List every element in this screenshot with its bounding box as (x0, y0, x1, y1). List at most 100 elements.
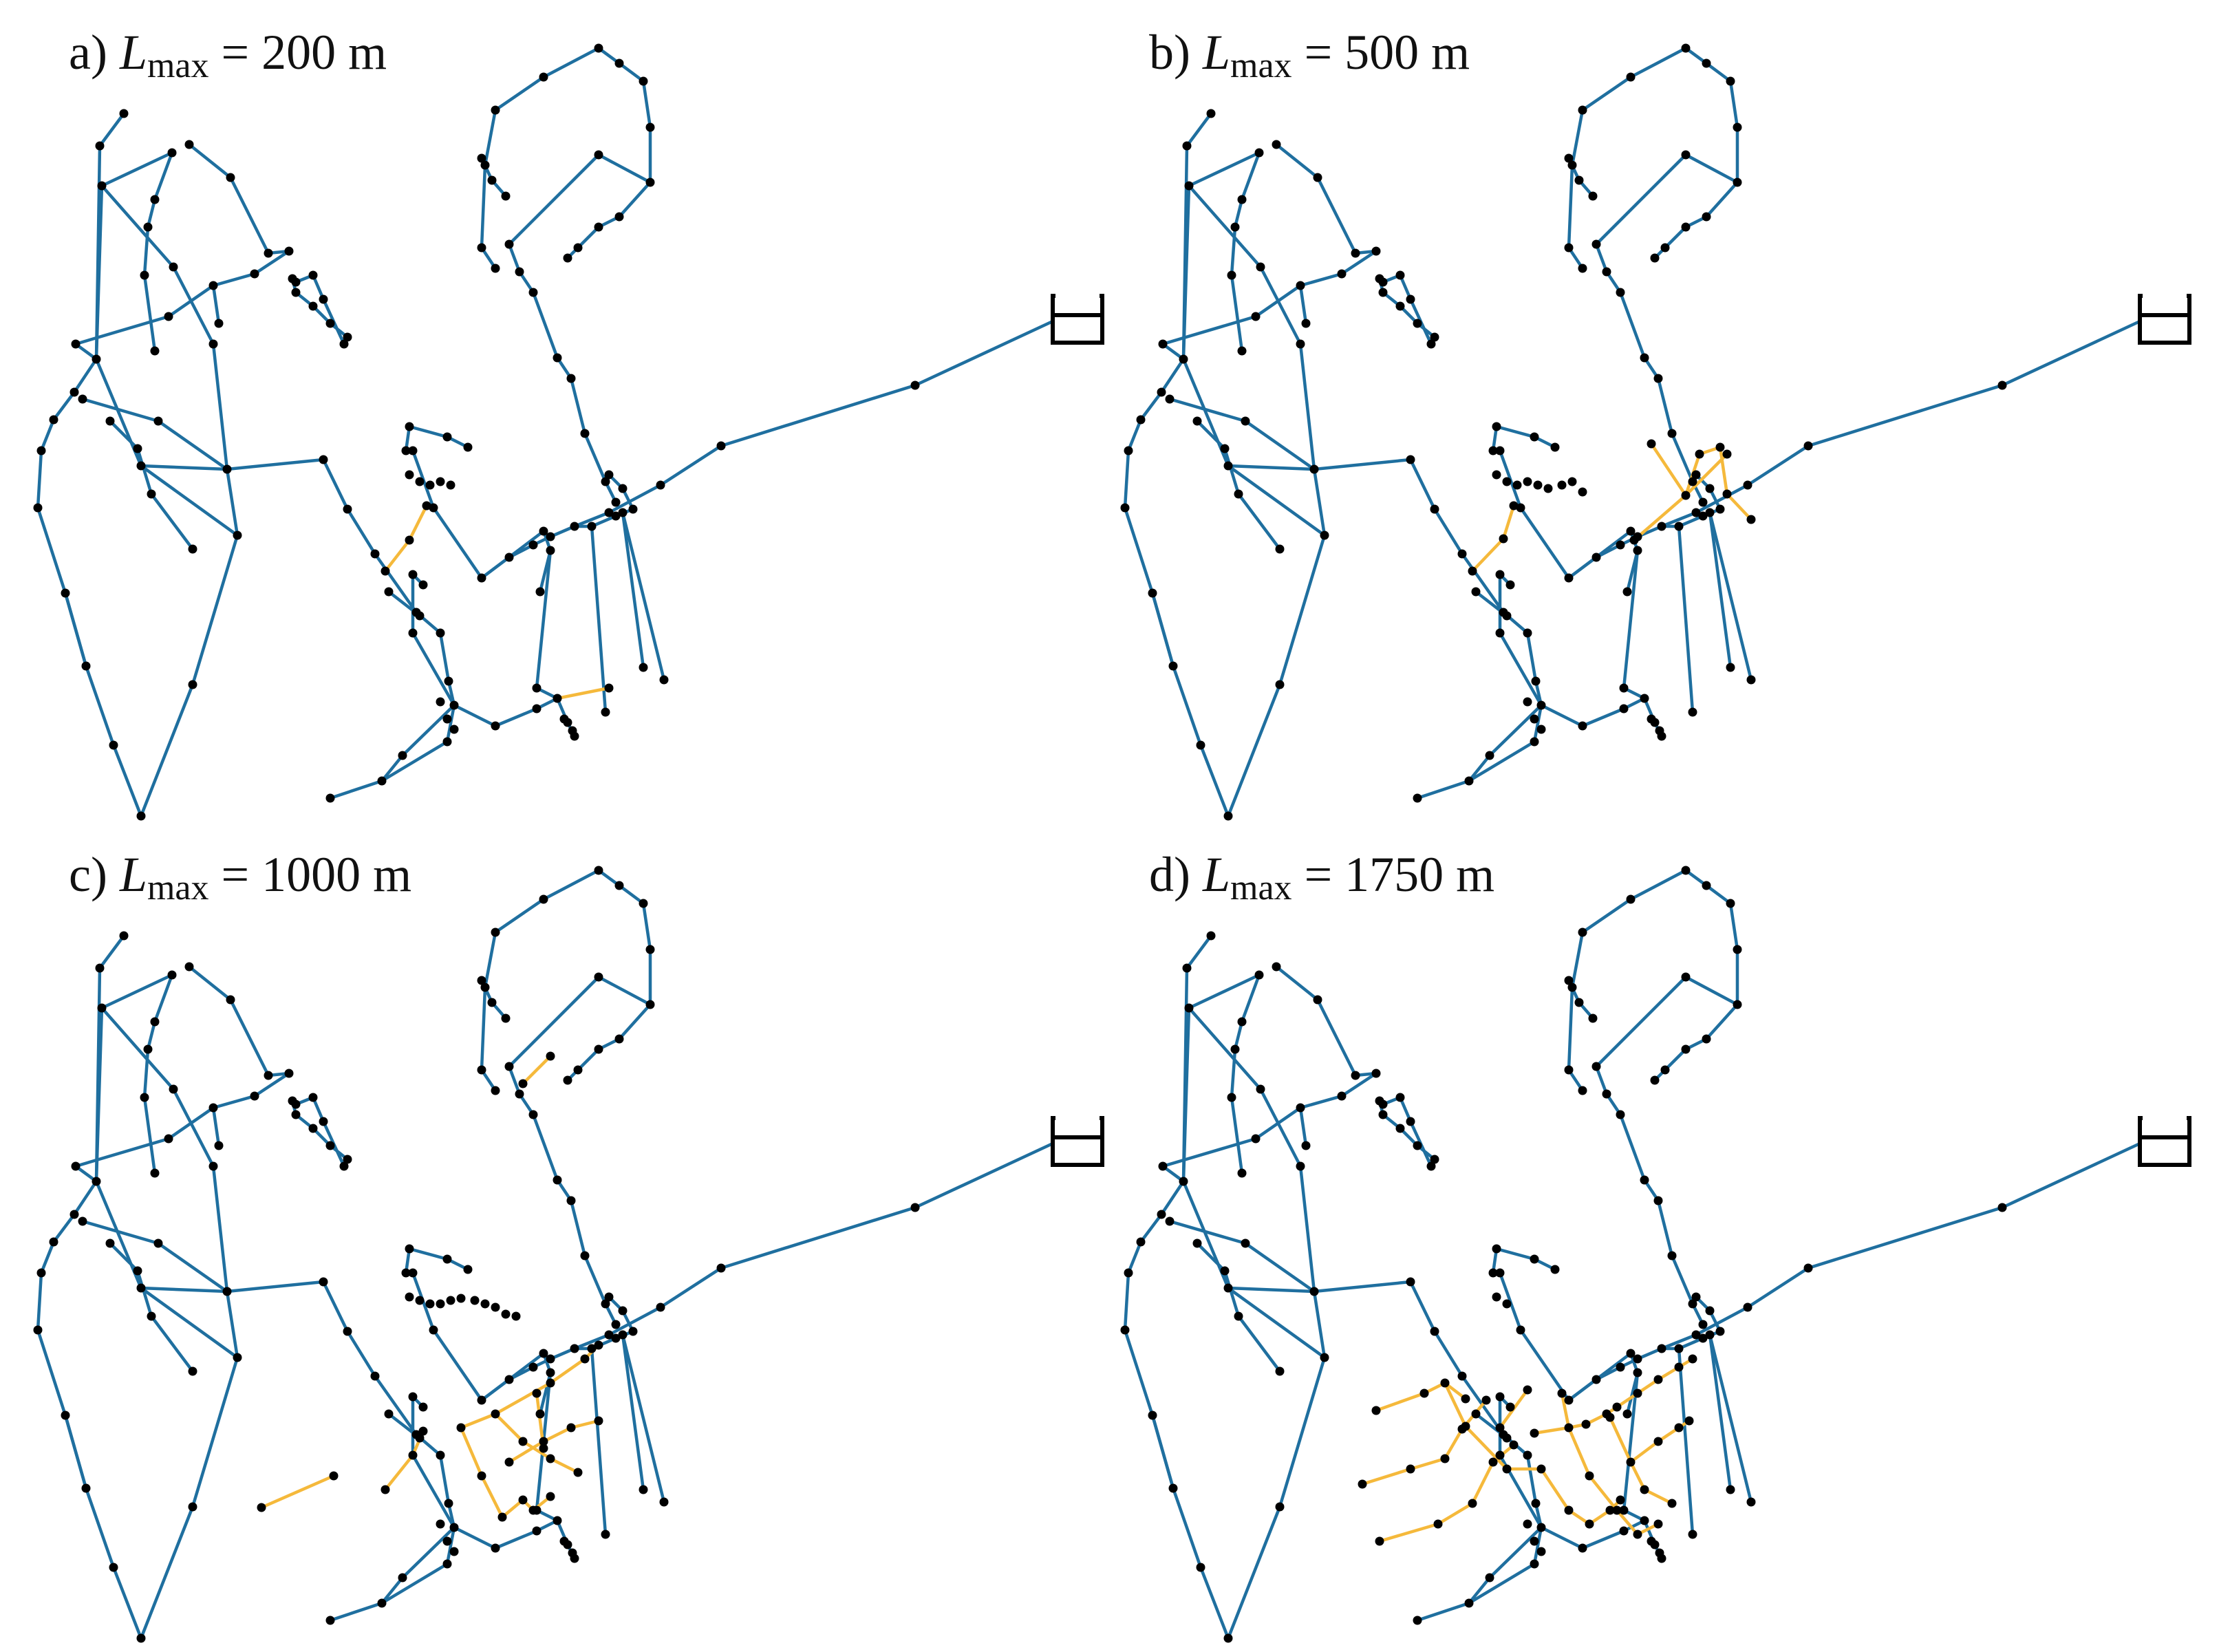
existing-pipe (507, 242, 618, 504)
network-node (1192, 416, 1202, 426)
network-node (398, 751, 407, 760)
network-node (604, 470, 614, 480)
network-node (92, 1177, 101, 1186)
network-node (1655, 1548, 1664, 1558)
network-node (1378, 1110, 1388, 1119)
network-node (1564, 1505, 1574, 1515)
existing-pipe (493, 868, 652, 1007)
network-node (308, 270, 318, 280)
network-node (1667, 429, 1677, 438)
network-node (1616, 288, 1625, 297)
existing-pipe (1298, 1106, 1308, 1148)
network-node (449, 725, 459, 734)
network-node (1616, 1495, 1625, 1505)
network-node (477, 1395, 486, 1405)
network-node (95, 963, 105, 973)
network-node (645, 122, 655, 132)
network-node (1657, 522, 1666, 531)
network-node (1296, 1103, 1305, 1113)
network-node (319, 455, 328, 464)
network-node (1633, 1368, 1642, 1377)
network-node (1705, 484, 1715, 493)
existing-pipe (411, 1271, 546, 1402)
network-node (401, 446, 411, 455)
network-node (1192, 1238, 1202, 1248)
network-node (1653, 1437, 1663, 1446)
network-node (1296, 1161, 1305, 1171)
network-node (659, 675, 669, 685)
network-node (1413, 319, 1422, 328)
network-node (1691, 1292, 1701, 1302)
network-node (36, 446, 46, 455)
network-node (384, 587, 394, 597)
network-node (539, 1349, 548, 1358)
existing-pipe (1123, 111, 1230, 818)
existing-pipe (1195, 419, 1282, 551)
network-node (1588, 1013, 1598, 1023)
network-node (604, 1330, 614, 1340)
network-node (1698, 1333, 1708, 1343)
network-node (639, 76, 648, 86)
network-node (1184, 181, 1194, 191)
network-node (1591, 1375, 1601, 1384)
network-node (1674, 1362, 1684, 1372)
network-node (398, 1573, 407, 1583)
network-node (81, 1483, 91, 1493)
network-node (645, 945, 655, 954)
network-node (1550, 442, 1560, 452)
network-node (1395, 1124, 1405, 1133)
network-node (1530, 1536, 1539, 1546)
network-node (639, 899, 648, 908)
network-node (1622, 1409, 1632, 1419)
network-node (1430, 504, 1439, 514)
network-node (491, 105, 500, 115)
network-node (1313, 173, 1322, 182)
network-node (1461, 1422, 1470, 1431)
network-node (618, 1330, 628, 1340)
existing-pipe (74, 1071, 291, 1640)
network-node (1184, 1003, 1194, 1013)
existing-pipe (1580, 868, 1739, 1007)
network-node (546, 1492, 555, 1501)
network-node (1251, 312, 1261, 321)
network-node (515, 267, 524, 277)
network-node (1505, 580, 1515, 590)
panel-c: c) Lmax = 1000 m (33, 847, 1104, 1643)
network-node (511, 1311, 521, 1321)
network-node (1351, 1071, 1360, 1080)
network-node (559, 1536, 569, 1546)
network-node (477, 153, 486, 163)
network-node (188, 680, 197, 689)
network-node (188, 544, 197, 554)
network-node (477, 573, 486, 583)
network-node (1691, 470, 1701, 480)
network-node (444, 1499, 453, 1508)
network-node (1585, 1471, 1594, 1481)
network-node (1705, 508, 1715, 517)
network-node (1406, 294, 1415, 304)
network-node (288, 1096, 297, 1106)
network-node (1705, 1306, 1715, 1316)
tank-reservoir-icon (2138, 1115, 2191, 1167)
network-node (1746, 675, 1756, 685)
network-node (1406, 1277, 1415, 1287)
network-node (628, 1327, 638, 1336)
network-node (291, 288, 301, 297)
network-node (618, 484, 628, 493)
network-node (449, 1547, 459, 1556)
network-node (1626, 1349, 1636, 1358)
network-node (1495, 1392, 1505, 1402)
panel-label-a: a) Lmax = 200 m (69, 25, 387, 85)
network-node (515, 1089, 524, 1099)
network-node (1578, 721, 1587, 731)
network-node (1495, 1268, 1505, 1278)
network-node (611, 1333, 621, 1343)
network-node (1419, 1388, 1429, 1398)
network-node (1619, 683, 1629, 693)
network-node (1567, 477, 1577, 486)
network-node (1650, 1075, 1660, 1085)
network-node (250, 269, 259, 279)
network-node (573, 1065, 583, 1075)
network-node (553, 694, 562, 703)
network-node (1371, 1069, 1381, 1078)
